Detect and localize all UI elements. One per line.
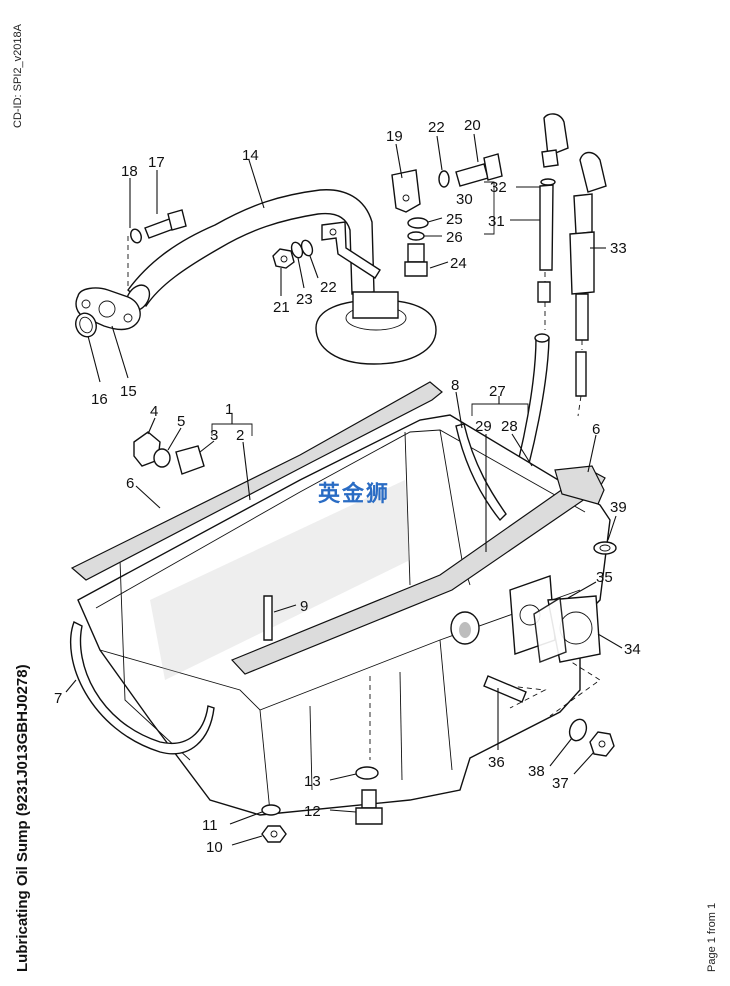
callout-33: 33: [610, 240, 627, 257]
callout-3: 3: [210, 427, 218, 444]
callout-19: 19: [386, 128, 403, 145]
callout-1: 1: [225, 401, 233, 418]
callout-18: 18: [121, 163, 138, 180]
callout-38: 38: [528, 763, 545, 780]
callout-12: 12: [304, 803, 321, 820]
sump-gaskets: [70, 381, 606, 675]
callout-8: 8: [451, 377, 459, 394]
small-parts: [133, 431, 617, 843]
callout-32: 32: [490, 179, 507, 196]
callout-25: 25: [446, 211, 463, 228]
callout-labels: 1 2 3 4 5 6 6 7 8 9 10 11 12 13 14 15 16…: [54, 117, 641, 856]
callout-11: 11: [202, 817, 218, 834]
callout-29: 29: [475, 418, 492, 435]
callout-4: 4: [150, 403, 158, 420]
callout-6b: 6: [592, 421, 600, 438]
callout-24: 24: [450, 255, 467, 272]
callout-23: 23: [296, 291, 313, 308]
callout-27: 27: [489, 383, 506, 400]
callout-5: 5: [177, 413, 185, 430]
callout-34: 34: [624, 641, 641, 658]
callout-7: 7: [54, 690, 62, 707]
callout-28: 28: [501, 418, 518, 435]
callout-9: 9: [300, 598, 308, 615]
callout-26: 26: [446, 229, 463, 246]
end-seal: [455, 423, 507, 522]
pickup-pipe: [75, 153, 503, 365]
callout-13: 13: [304, 773, 321, 790]
leader-lines: [65, 133, 623, 846]
callout-16: 16: [91, 391, 108, 408]
callout-31: 31: [488, 213, 505, 230]
callout-15: 15: [120, 383, 137, 400]
callout-35: 35: [596, 569, 613, 586]
watermark-text: 英金狮: [318, 481, 390, 507]
callout-30: 30: [456, 191, 473, 208]
callout-22a: 22: [428, 119, 445, 136]
callout-37: 37: [552, 775, 569, 792]
callout-17: 17: [148, 154, 165, 171]
callout-10: 10: [206, 839, 223, 856]
side-seal: [69, 621, 215, 755]
callout-21: 21: [273, 299, 290, 316]
callout-22b: 22: [320, 279, 337, 296]
callout-20: 20: [464, 117, 481, 134]
callout-39: 39: [610, 499, 627, 516]
callout-6a: 6: [126, 475, 134, 492]
callout-2: 2: [236, 427, 244, 444]
callout-36: 36: [488, 754, 505, 771]
callout-14: 14: [242, 147, 259, 164]
